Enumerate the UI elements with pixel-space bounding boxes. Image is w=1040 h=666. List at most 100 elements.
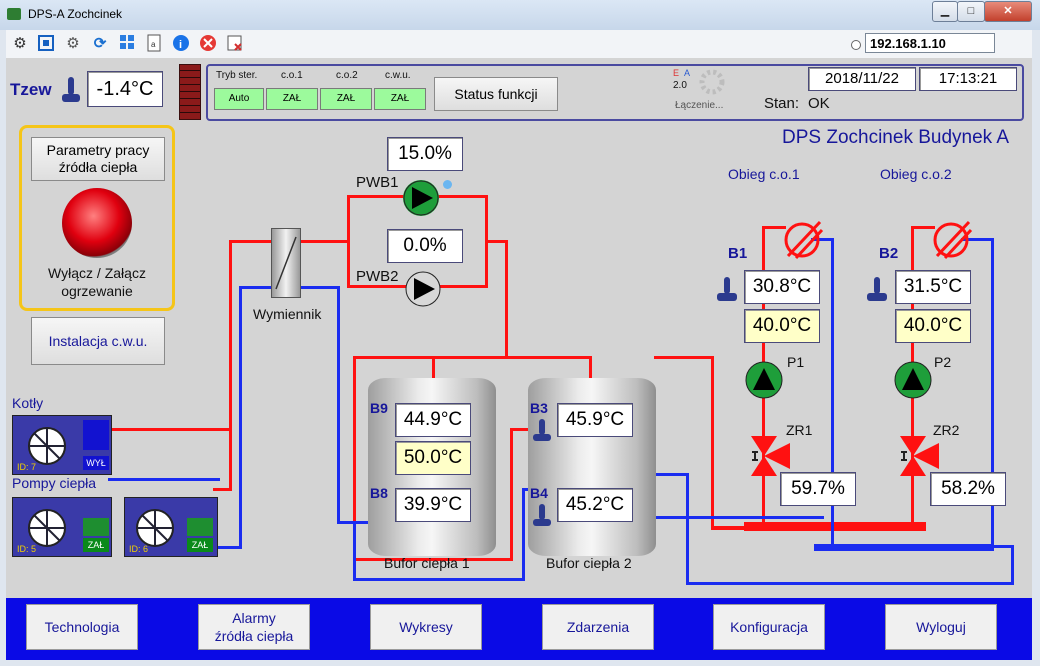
settings-gear-icon[interactable]: ⚙ xyxy=(66,35,80,52)
pipe-supply xyxy=(213,488,229,491)
b3-thermometer-icon xyxy=(532,418,552,447)
outside-temp-value: -1.4°C xyxy=(87,71,163,107)
nav-configuration-button[interactable]: Konfiguracja xyxy=(713,604,825,650)
pipe-supply xyxy=(299,240,349,243)
supply-header xyxy=(744,522,926,531)
time-field: 17:13:21 xyxy=(919,67,1017,91)
main-panel: Tzew -1.4°C Tryb ster. c.o.1 c.o.2 c.w.u… xyxy=(6,58,1032,598)
pwb1-pump-icon[interactable] xyxy=(403,180,439,216)
pipe-supply xyxy=(485,240,507,243)
co1-state[interactable]: ZAŁ xyxy=(266,88,318,110)
b1-thermometer-icon xyxy=(716,276,738,307)
pipe-supply xyxy=(353,356,356,561)
pipe-supply xyxy=(510,428,535,431)
conn-version: 2.0 xyxy=(673,80,687,91)
document-icon[interactable]: a xyxy=(144,34,164,54)
refresh-icon[interactable]: ⟳ xyxy=(93,35,107,52)
heat-source-params-button[interactable]: Parametry pracy źródła ciepła xyxy=(31,137,165,181)
b9-temp: 44.9°C xyxy=(395,403,471,437)
loading-spinner-icon xyxy=(698,68,726,101)
zr2-valve-icon[interactable] xyxy=(897,430,941,487)
conn-a: A xyxy=(684,68,691,78)
heat-pump-2-flame-icon xyxy=(187,518,213,536)
pwb2-value: 0.0% xyxy=(387,229,463,263)
b1-label: B1 xyxy=(728,245,748,262)
zr1-label: ZR1 xyxy=(786,422,813,438)
maximize-button[interactable]: □ xyxy=(957,1,985,22)
pipe-supply xyxy=(432,356,592,359)
heat-pump-tile-2[interactable]: ID: 6 ZAŁ xyxy=(124,497,218,557)
page-title: DPS Zochcinek Budynek A xyxy=(782,127,1010,148)
zr1-valve-icon[interactable] xyxy=(748,430,792,487)
b2-thermometer-icon xyxy=(866,276,888,307)
circuit-2-setpoint[interactable]: 40.0°C xyxy=(895,309,971,343)
co2-state[interactable]: ZAŁ xyxy=(320,88,372,110)
status-functions-button[interactable]: Status funkcji xyxy=(434,77,558,111)
toolbar: ⚙ ⚙ ⟳ a i 192.168.1.10 xyxy=(6,30,1032,59)
pwb1-label: PWB1 xyxy=(356,174,399,191)
brick-wall-icon xyxy=(179,64,201,120)
window-title: DPS-A Zochcinek xyxy=(28,7,123,21)
fullscreen-icon[interactable] xyxy=(36,34,56,54)
boiler-state: WYŁ xyxy=(83,456,109,470)
cwu-state[interactable]: ZAŁ xyxy=(374,88,426,110)
minimize-button[interactable]: ▁ xyxy=(932,1,958,22)
heating-toggle-button[interactable] xyxy=(62,188,132,258)
pwb1-value: 15.0% xyxy=(387,137,463,171)
co1-label: c.o.1 xyxy=(281,70,303,81)
buffer-1-label: Bufor ciepła 1 xyxy=(384,555,470,571)
ip-radio[interactable] xyxy=(851,40,861,50)
svg-text:a: a xyxy=(151,40,156,49)
nav-charts-button[interactable]: Wykresy xyxy=(370,604,482,650)
zr2-label: ZR2 xyxy=(933,422,960,438)
pipe-return xyxy=(654,473,689,476)
heat-pumps-label: Pompy ciepła xyxy=(12,475,97,491)
pipe-supply xyxy=(229,428,232,491)
nav-events-button[interactable]: Zdarzenia xyxy=(542,604,654,650)
pipe-return xyxy=(686,473,689,585)
pipe-return xyxy=(299,286,339,289)
outside-temp-label: Tzew xyxy=(10,80,52,99)
info-icon[interactable]: i xyxy=(171,34,191,54)
circuit-1-setpoint[interactable]: 40.0°C xyxy=(744,309,820,343)
p1-pump-icon[interactable] xyxy=(745,361,783,404)
close-button[interactable]: ✕ xyxy=(984,1,1032,22)
circuit-1-meter-icon xyxy=(782,218,824,265)
pipe-return xyxy=(1011,545,1014,585)
buffer-1-setpoint[interactable]: 50.0°C xyxy=(395,441,471,475)
pipe-supply xyxy=(654,356,714,359)
boilers-label: Kotły xyxy=(12,395,44,411)
b2-temp: 31.5°C xyxy=(895,270,971,304)
pipe-return xyxy=(337,286,340,523)
state-label: Stan: xyxy=(764,95,800,112)
pwb2-pump-icon[interactable] xyxy=(405,271,441,307)
network-icon[interactable]: ⚙ xyxy=(13,35,27,52)
pipe-supply xyxy=(353,558,513,561)
heat-pump-tile-1[interactable]: ID: 5 ZAŁ xyxy=(12,497,112,557)
b8-label: B8 xyxy=(370,485,388,501)
heat-pump-1-id: ID: 5 xyxy=(17,544,37,554)
connecting-label: Łączenie... xyxy=(675,100,724,111)
mode-value[interactable]: Auto xyxy=(214,88,264,110)
boiler-tile[interactable]: ID: 7 WYŁ xyxy=(12,415,112,475)
dhw-installation-button[interactable]: Instalacja c.w.u. xyxy=(31,317,165,365)
pipe-supply xyxy=(108,428,232,431)
ip-address-field[interactable]: 192.168.1.10 xyxy=(865,33,995,53)
pipe-supply-co1 xyxy=(762,226,786,229)
pipe-supply xyxy=(229,240,232,431)
windows-icon[interactable] xyxy=(117,34,137,54)
pipe-return xyxy=(686,582,1014,585)
close-panel-icon[interactable] xyxy=(225,34,245,54)
b2-label: B2 xyxy=(879,245,899,262)
p2-pump-icon[interactable] xyxy=(894,361,932,404)
nav-logout-button[interactable]: Wyloguj xyxy=(885,604,997,650)
title-bar: DPS-A Zochcinek ▁ □ ✕ xyxy=(0,0,1040,30)
pipe-supply xyxy=(353,356,508,359)
nav-alarms-button[interactable]: Alarmy źródła ciepła xyxy=(198,604,310,650)
conn-e: E xyxy=(673,68,680,78)
stop-icon[interactable] xyxy=(198,34,218,54)
b3-temp: 45.9°C xyxy=(557,403,633,437)
nav-technology-button[interactable]: Technologia xyxy=(26,604,138,650)
circuit-2-title: Obieg c.o.2 xyxy=(880,166,952,182)
heat-pump-2-id: ID: 6 xyxy=(129,544,149,554)
